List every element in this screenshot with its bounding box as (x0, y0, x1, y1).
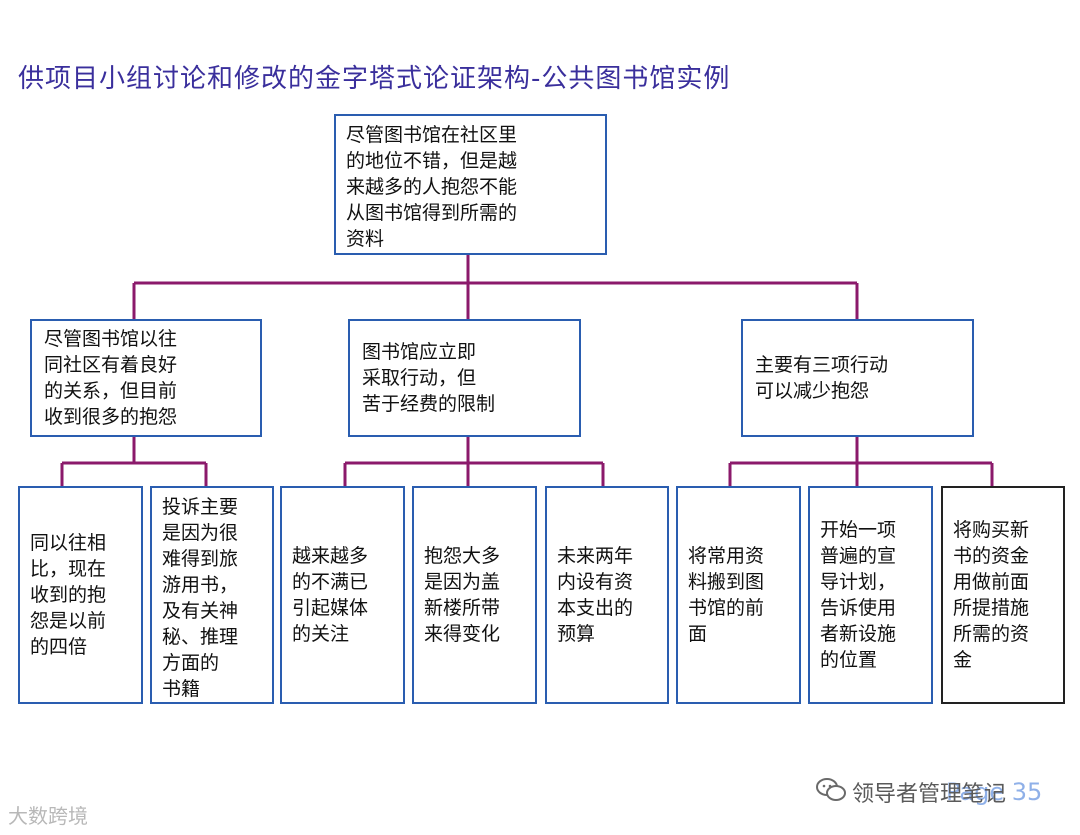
leaf-box-8: 将购买新 书的资金 用做前面 所提措施 所需的资 金 (941, 486, 1065, 704)
page-number: Page 35 (946, 778, 1043, 806)
root-box: 尽管图书馆在社区里 的地位不错，但是越 来越多的人抱怨不能 从图书馆得到所需的 … (334, 114, 607, 255)
leaf-text-4: 抱怨大多 是因为盖 新楼所带 来得变化 (424, 545, 501, 645)
leaf-box-1: 同以往相 比，现在 收到的抱 怨是以前 的四倍 (18, 486, 143, 704)
leaf-text-2: 投诉主要 是因为很 难得到旅 游用书， 及有关神 秘、推理 方面的 书籍 (162, 496, 239, 700)
branch-label-3: 主要有三项行动 可以减少抱怨 (755, 354, 889, 402)
page-title: 供项目小组讨论和修改的金字塔式论证架构-公共图书馆实例 (18, 64, 731, 94)
branch-box-1: 尽管图书馆以往 同社区有着良好 的关系，但目前 收到很多的抱怨 (30, 319, 262, 437)
leaf-text-6: 将常用资 料搬到图 书馆的前 面 (688, 545, 765, 645)
leaf-text-3: 越来越多 的不满已 引起媒体 的关注 (292, 545, 369, 645)
leaf-box-6: 将常用资 料搬到图 书馆的前 面 (676, 486, 801, 704)
leaf-text-8: 将购买新 书的资金 用做前面 所提措施 所需的资 金 (953, 519, 1030, 671)
leaf-box-3: 越来越多 的不满已 引起媒体 的关注 (280, 486, 405, 704)
leaf-box-5: 未来两年 内设有资 本支出的 预算 (545, 486, 669, 704)
wechat-icon (816, 778, 846, 801)
watermark-brand: 领导者管理笔记 (852, 782, 1007, 807)
branch-box-2: 图书馆应立即 采取行动，但 苦于经费的限制 (348, 319, 581, 437)
leaf-box-7: 开始一项 普遍的宣 导计划， 告诉使用 者新设施 的位置 (808, 486, 933, 704)
branch-box-3: 主要有三项行动 可以减少抱怨 (741, 319, 974, 437)
leaf-box-4: 抱怨大多 是因为盖 新楼所带 来得变化 (412, 486, 537, 704)
leaf-box-2: 投诉主要 是因为很 难得到旅 游用书， 及有关神 秘、推理 方面的 书籍 (150, 486, 274, 704)
corner-logo-text: 大数跨境 (8, 804, 88, 828)
branch-label-1: 尽管图书馆以往 同社区有着良好 的关系，但目前 收到很多的抱怨 (44, 328, 178, 428)
leaf-text-7: 开始一项 普遍的宣 导计划， 告诉使用 者新设施 的位置 (820, 519, 897, 671)
leaf-text-5: 未来两年 内设有资 本支出的 预算 (557, 545, 634, 645)
leaf-text-1: 同以往相 比，现在 收到的抱 怨是以前 的四倍 (30, 532, 107, 658)
branch-label-2: 图书馆应立即 采取行动，但 苦于经费的限制 (362, 341, 496, 415)
